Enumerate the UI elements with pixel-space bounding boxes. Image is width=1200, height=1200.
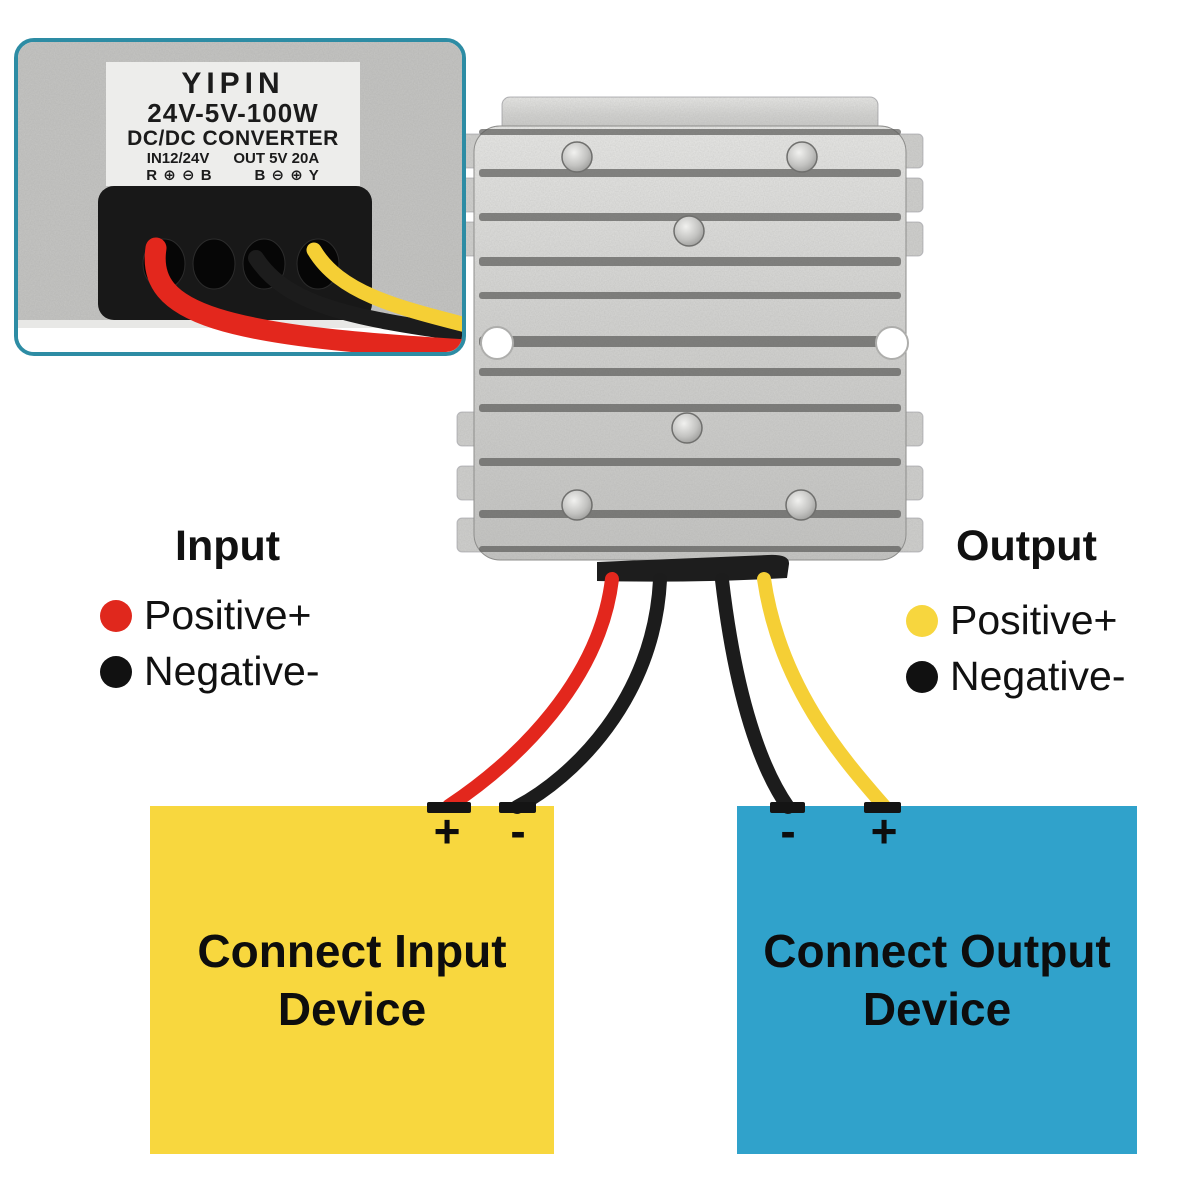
metal-texture — [457, 97, 923, 560]
output-device-box: - + Connect Output Device — [737, 806, 1137, 1154]
screw — [561, 141, 593, 173]
output-legend-title: Output — [956, 522, 1097, 570]
output-box-label-line2: Device — [862, 983, 1012, 1035]
screw — [561, 489, 593, 521]
device-label: YIPIN 24V-5V-100W DC/DC CONVERTER IN12/2… — [106, 62, 360, 186]
wire-output-positive — [757, 572, 891, 813]
input-positive-label: Positive+ — [144, 592, 312, 638]
wire-input-negative — [510, 573, 667, 814]
input-box-label-line1: Connect Input — [197, 925, 507, 977]
terminal-bars — [427, 802, 901, 813]
terminal-bar — [427, 802, 471, 813]
terminal-bar — [864, 802, 901, 813]
io-spec-out: OUT 5V 20A — [233, 150, 320, 167]
input-negative-dot — [100, 656, 132, 688]
terminal-bar — [499, 802, 536, 813]
wire-output-negative — [715, 573, 795, 814]
io-spec-row: IN12/24V OUT 5V 20A — [106, 150, 360, 167]
output-plus-terminal: + — [870, 805, 898, 857]
brand-text: YIPIN — [181, 67, 285, 100]
input-box-label-line2: Device — [277, 983, 427, 1035]
io-spec-in: IN12/24V — [146, 150, 210, 167]
wire-black — [248, 250, 462, 342]
screw — [785, 489, 817, 521]
input-negative-label: Negative- — [144, 648, 320, 694]
mounting-hole — [480, 326, 514, 360]
screw — [673, 215, 705, 247]
output-positive-dot — [906, 605, 938, 637]
connector-block — [597, 554, 790, 582]
output-minus-terminal: - — [780, 805, 796, 857]
converter-type-text: DC/DC CONVERTER — [127, 127, 339, 150]
wire-input-positive — [442, 572, 619, 813]
model-text: 24V-5V-100W — [147, 98, 319, 128]
screw — [786, 141, 818, 173]
output-box-label-line1: Connect Output — [763, 925, 1111, 977]
mounting-hole — [875, 326, 909, 360]
screw — [671, 412, 703, 444]
screws — [561, 141, 818, 521]
wire-red — [144, 237, 462, 352]
input-legend-title: Input — [175, 522, 281, 570]
input-positive-dot — [100, 600, 132, 632]
input-plus-terminal: + — [433, 805, 461, 857]
input-device-box: + - Connect Input Device — [150, 806, 554, 1154]
input-minus-terminal: - — [510, 805, 526, 857]
output-negative-dot — [906, 661, 938, 693]
wire-yellow — [306, 242, 462, 332]
terminal-bar — [770, 802, 805, 813]
output-box-label: Connect Output Device — [737, 922, 1137, 1038]
pin-markings-row: R ⊕ ⊖ B B ⊖ ⊕ Y — [106, 167, 360, 184]
input-box-label: Connect Input Device — [150, 922, 554, 1038]
output-positive-label: Positive+ — [950, 597, 1118, 643]
pin-markings-in: R ⊕ ⊖ B — [146, 167, 213, 184]
output-negative-label: Negative- — [950, 653, 1126, 699]
inset-photo: YIPIN 24V-5V-100W DC/DC CONVERTER IN12/2… — [14, 38, 466, 356]
pin-markings-out: B ⊖ ⊕ Y — [254, 167, 320, 184]
